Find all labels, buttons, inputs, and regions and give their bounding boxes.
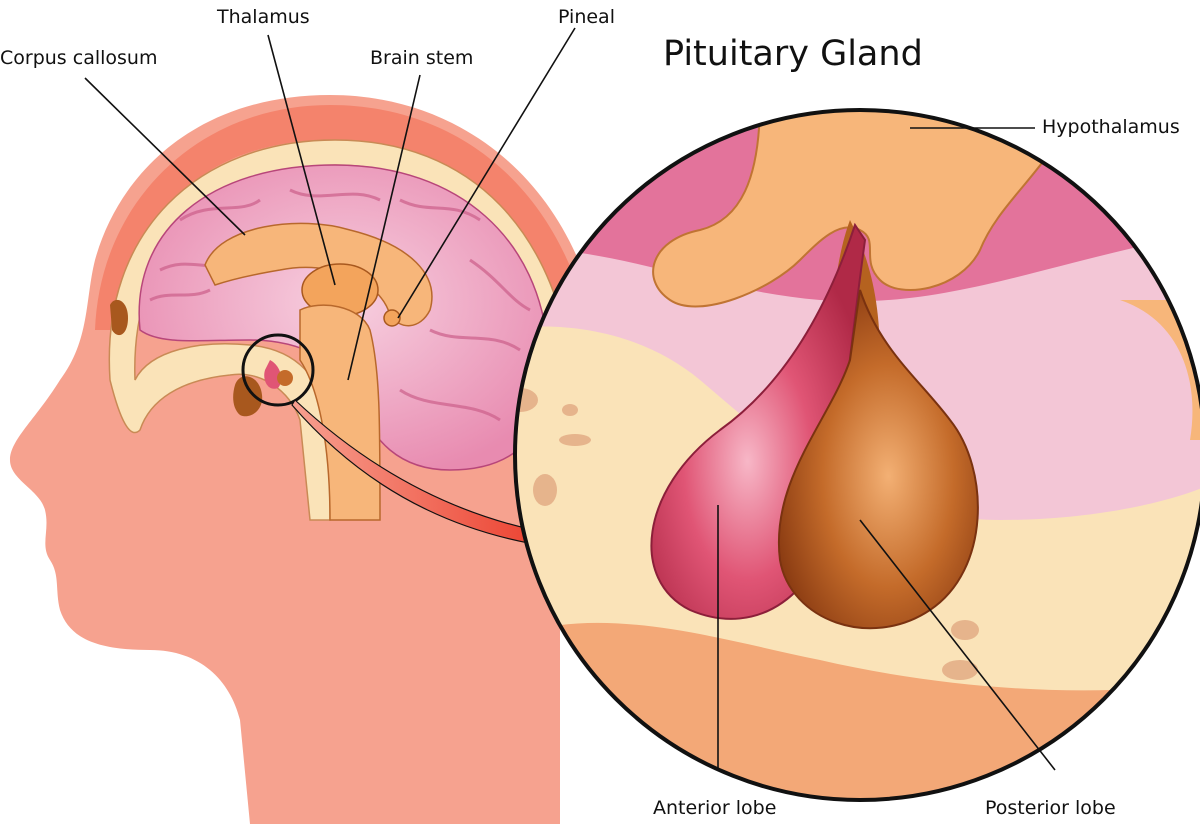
brain-folds: [149, 188, 531, 422]
label-posterior-lobe: Posterior lobe: [985, 797, 1116, 819]
sinus-cavity: [233, 376, 263, 417]
label-hypothalamus: Hypothalamus: [1042, 116, 1180, 138]
magnify-ring: [241, 333, 315, 407]
pineal-body: [383, 309, 401, 327]
leader-lines: [84, 27, 1056, 771]
scalp: [95, 105, 590, 330]
magnified-view: [515, 110, 1200, 800]
corpus-callosum: [204, 222, 433, 327]
label-thalamus: Thalamus: [217, 6, 310, 28]
label-anterior-lobe: Anterior lobe: [653, 797, 777, 819]
frontal-sinus: [110, 299, 128, 336]
diagram-title: Pituitary Gland: [663, 34, 923, 74]
small-posterior: [277, 370, 293, 386]
label-corpus-callosum: Corpus callosum: [0, 47, 158, 69]
small-pituitary: [264, 360, 282, 389]
label-pineal: Pineal: [558, 6, 615, 28]
label-brain-stem: Brain stem: [370, 47, 474, 69]
magnified-circle-border: [513, 108, 1200, 802]
posterior-lobe: [777, 289, 979, 630]
hypothalamus-tissue: [652, 110, 1082, 308]
